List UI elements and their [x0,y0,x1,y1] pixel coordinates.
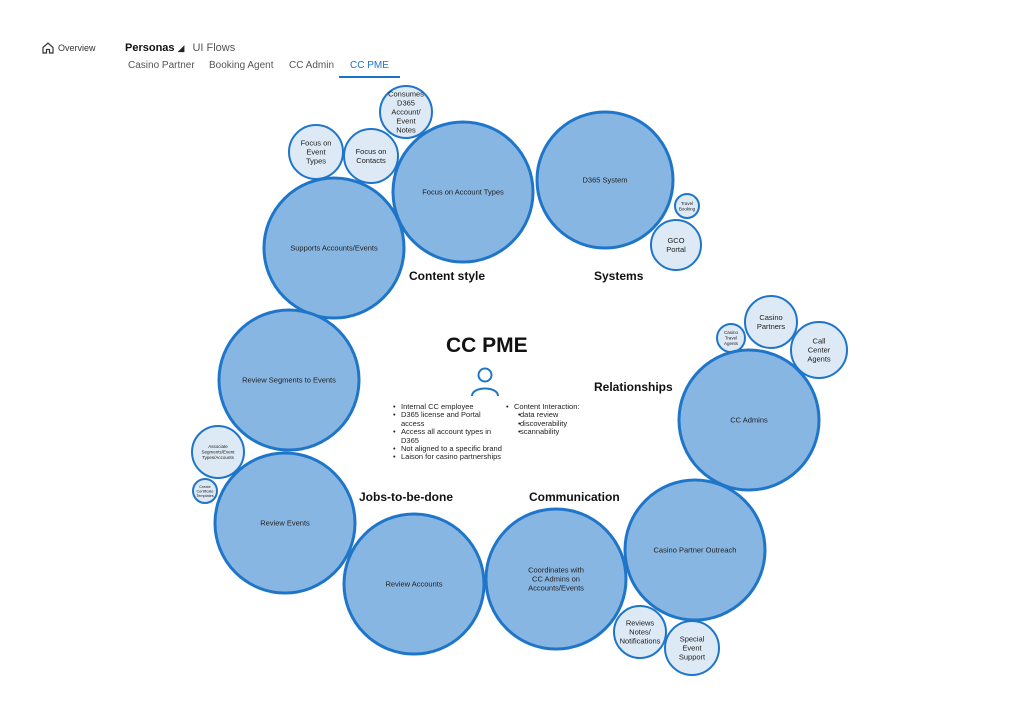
tab-cc-admin[interactable]: CC Admin [289,60,335,71]
attribute-item: D365 license and Portal access [393,411,505,428]
section-content-style: Content style [409,269,486,283]
bubble-circle [379,85,433,139]
interaction-item: scannability [518,428,618,438]
breadcrumb: Personas◢ UI Flows [125,42,235,54]
bubble-circle [535,110,675,250]
content-interaction: Content Interaction: data review discove… [498,402,618,438]
bubble-circle [613,605,667,659]
bubble-casino-partner-outreach: Casino Partner Outreach [623,478,767,622]
bubble-circle [343,128,399,184]
bubble-circle [790,321,848,379]
bubble-circle [677,348,821,492]
bubble-circle [342,512,486,656]
bubble-circle [262,176,406,320]
bubble-label: CC Admins [730,416,768,425]
persona-attributes: Internal CC employee D365 license and Po… [385,402,505,463]
attribute-item: Access all account types in D365 [393,428,505,445]
bubble-d365-system: D365 System [535,110,675,250]
overview-link[interactable]: Overview [58,43,96,53]
bubble-circle [623,478,767,622]
bubble-circle [744,295,798,349]
interaction-item: data review [518,411,618,421]
bubble-label: Review Segments to Events [242,376,336,385]
attribute-item: Laison for casino partnerships [393,453,505,463]
bubble-focus-account-types: Focus on Account Types [391,120,535,264]
bubble-label: Supports Accounts/Events [290,244,378,253]
dropdown-triangle-icon[interactable]: ◢ [177,43,185,53]
bubble-label: Review Events [260,519,310,528]
section-communication: Communication [529,490,620,504]
bubble-label: Review Accounts [385,580,442,589]
persona-title: CC PME [446,334,528,357]
breadcrumb-ui-flows[interactable]: UI Flows [192,42,236,54]
person-icon [471,367,499,397]
bubble-review-accounts: Review Accounts [342,512,486,656]
bubble-circle [650,219,702,271]
home-icon[interactable] [41,41,55,55]
bubble-review-segments: Review Segments to Events [217,308,361,452]
section-jobs-to-be-done: Jobs-to-be-done [359,490,453,504]
bubble-circle [213,451,357,595]
section-relationships: Relationships [594,380,673,394]
content-interaction-label: Content Interaction: [506,402,618,412]
bubble-label: D365 System [582,176,627,185]
bubble-review-events: Review Events [213,451,357,595]
bubble-circle [217,308,361,452]
bubble-supports-accounts-events: Supports Accounts/Events [262,176,406,320]
bubble-circle [674,193,700,219]
attribute-item: Not aligned to a specific brand [393,444,505,454]
bubble-circle [484,507,628,651]
tab-cc-pme[interactable]: CC PME [339,60,400,78]
bubble-cc-admins: CC Admins [677,348,821,492]
attribute-item: Internal CC employee [393,402,505,412]
bubble-circle [191,425,245,479]
bubble-label: Focus on Account Types [422,188,504,197]
tab-booking-agent[interactable]: Booking Agent [209,60,274,71]
bubble-circle [664,620,720,676]
tab-casino-partner[interactable]: Casino Partner [128,60,195,71]
bubble-circle [192,478,218,504]
bubble-circle [391,120,535,264]
interaction-item: discoverability [518,419,618,429]
bubble-label: Casino Partner Outreach [654,546,737,555]
breadcrumb-personas[interactable]: Personas [125,42,175,54]
section-systems: Systems [594,269,644,283]
